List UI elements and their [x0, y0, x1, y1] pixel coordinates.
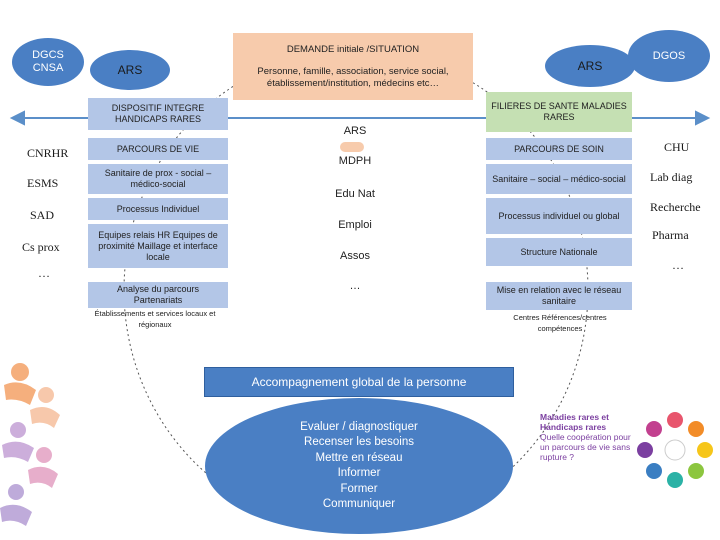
action-evaluer: Evaluer / diagnostiquer	[300, 420, 418, 433]
parcours-de-vie: PARCOURS DE VIE	[88, 138, 228, 160]
logo-line-4: un parcours de vie sans	[540, 442, 631, 452]
sanitaire-social: Sanitaire – social – médico-social	[486, 164, 632, 194]
center-item-edunat: Edu Nat	[335, 188, 375, 200]
logo-line-1: Maladies rares et	[540, 412, 609, 422]
structure-nationale: Structure Nationale	[486, 238, 632, 266]
right-item-lab-diag: Lab diag	[650, 170, 693, 184]
equipes-relais: Equipes relais HR Equipes de proximité M…	[88, 224, 228, 268]
action-former: Former	[340, 482, 378, 495]
processus-individuel: Processus Individuel	[88, 198, 228, 220]
demande-title: DEMANDE initiale /SITUATION	[286, 43, 420, 55]
people-pictogram	[0, 363, 60, 526]
center-pill-1	[340, 142, 364, 152]
cnsa-label: CNSA	[32, 62, 64, 74]
ars-center: ARS	[343, 125, 367, 137]
left-item-cs-prox: Cs prox	[22, 240, 60, 254]
left-item-sad: SAD	[30, 208, 55, 222]
right-item-etc: …	[672, 258, 684, 272]
logo-line-3: Quelle coopération pour	[540, 432, 631, 442]
rosette-logo	[637, 412, 713, 488]
center-item-etc: …	[349, 280, 361, 292]
dgcs-cnsa-oval: DGCS CNSA	[12, 38, 84, 86]
right-item-recherche: Recherche	[650, 200, 701, 214]
analyse-parcours: Analyse du parcours Partenariats	[88, 282, 228, 308]
parcours-de-soin: PARCOURS DE SOIN	[486, 138, 632, 160]
ars-right-oval: ARS	[545, 45, 635, 87]
dgcs-label: DGCS	[32, 49, 64, 61]
action-recenser: Recenser les besoins	[304, 436, 414, 448]
left-item-esms: ESMS	[27, 176, 59, 190]
mise-en-relation: Mise en relation avec le réseau sanitair…	[486, 282, 632, 310]
right-item-pharma: Pharma	[652, 228, 689, 242]
action-informer: Informer	[337, 467, 381, 479]
sanitaire-prox: Sanitaire de prox - social – médico-soci…	[88, 164, 228, 194]
center-item-mdph: MDPH	[338, 155, 372, 167]
logo-text: Maladies rares et Handicaps rares Quelle…	[540, 412, 640, 462]
dgos-oval: DGOS	[628, 30, 710, 82]
logo-line-2: Handicaps rares	[540, 422, 607, 432]
left-item-etc: …	[38, 266, 50, 280]
demande-box: DEMANDE initiale /SITUATION Personne, fa…	[233, 33, 473, 100]
accompagnement-oval: Evaluer / diagnostiquer Recenser les bes…	[205, 398, 513, 534]
demande-body: Personne, famille, association, service …	[257, 65, 449, 89]
action-communiquer: Communiquer	[322, 498, 396, 510]
dispositif-header: DISPOSITIF INTEGRE HANDICAPS RARES	[88, 98, 228, 130]
center-item-assos: Assos	[340, 250, 370, 262]
action-reseau: Mettre en réseau	[315, 451, 403, 464]
right-item-chu: CHU	[664, 140, 690, 154]
centres-note: Centres Références/centres compétences	[513, 313, 607, 333]
logo-line-5: rupture ?	[540, 452, 575, 462]
center-item-emploi: Emploi	[338, 219, 372, 231]
ars-left-oval: ARS	[90, 50, 170, 90]
accompagnement-title: Accompagnement global de la personne	[204, 367, 514, 397]
processus-global: Processus individuel ou global	[486, 198, 632, 234]
etablissements-note: Établissements et services locaux et rég…	[94, 309, 216, 329]
left-item-cnrhr: CNRHR	[27, 146, 69, 160]
filieres-header: FILIERES DE SANTE MALADIES RARES	[486, 92, 632, 132]
